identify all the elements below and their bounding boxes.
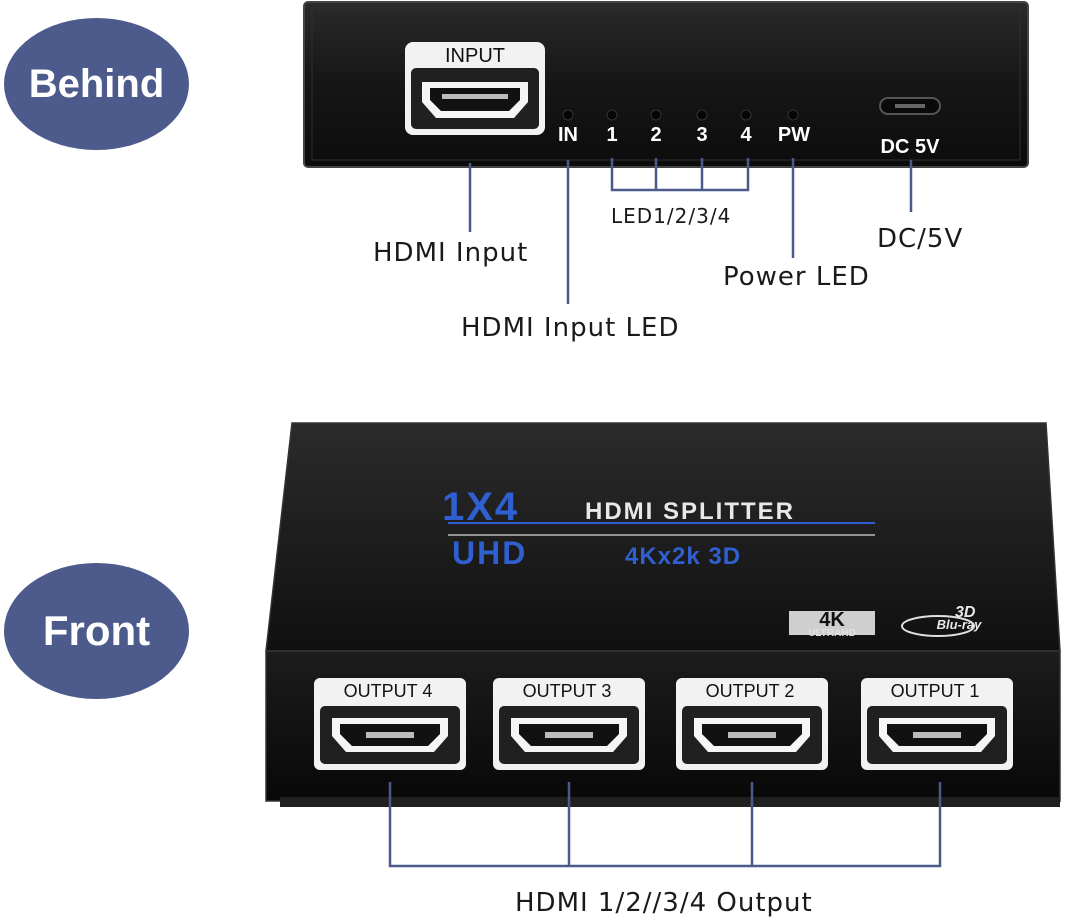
front-badge-label: Front [42, 607, 151, 654]
led-label-in: IN [558, 124, 578, 146]
callout-dc: DC/5V [877, 224, 964, 254]
subtitle-uhd: UHD [452, 535, 528, 571]
led-label-3: 3 [696, 124, 708, 146]
output-tag-2: OUTPUT 2 [705, 681, 795, 701]
led-label-1: 1 [606, 124, 618, 146]
output-tag-3: OUTPUT 3 [522, 681, 612, 701]
led-label-2: 2 [650, 124, 662, 146]
front-badge: Front [4, 563, 189, 699]
input-port-tag-label: INPUT [445, 45, 505, 67]
callout-hdmi-input-led: HDMI Input LED [461, 313, 680, 343]
badge-4k: 4K [819, 609, 845, 631]
led-label-4: 4 [740, 124, 752, 146]
output-ports [314, 678, 1013, 770]
callout-hdmi-outputs: HDMI 1/2//3/4 Output [515, 888, 813, 918]
output-tag-1: OUTPUT 1 [890, 681, 980, 701]
led-label-pw: PW [777, 124, 811, 146]
front-callout-lines [388, 782, 942, 868]
input-port-tag: INPUT [411, 44, 539, 68]
badge-3d: 3D [955, 604, 976, 621]
callout-led-group: LED1/2/3/4 [611, 204, 732, 228]
title-hdmi-splitter: HDMI SPLITTER [585, 498, 795, 525]
callout-hdmi-input: HDMI Input [373, 238, 529, 268]
behind-badge-label: Behind [28, 61, 165, 106]
back-panel [303, 1, 1029, 168]
title-1x4: 1X4 [442, 485, 520, 529]
output-tag-4: OUTPUT 4 [343, 681, 433, 701]
badge-bluray: Blu-ray [936, 617, 982, 632]
behind-badge: Behind [4, 18, 189, 150]
back-callout-lines [468, 158, 913, 304]
front-device [265, 422, 1061, 807]
subtitle-resolution: 4Kx2k 3D [625, 543, 742, 570]
badge-4k-ultrahd: ULTRAHD [808, 628, 856, 639]
callout-power-led: Power LED [723, 262, 870, 292]
dc-port-tag: DC 5V [880, 136, 940, 158]
